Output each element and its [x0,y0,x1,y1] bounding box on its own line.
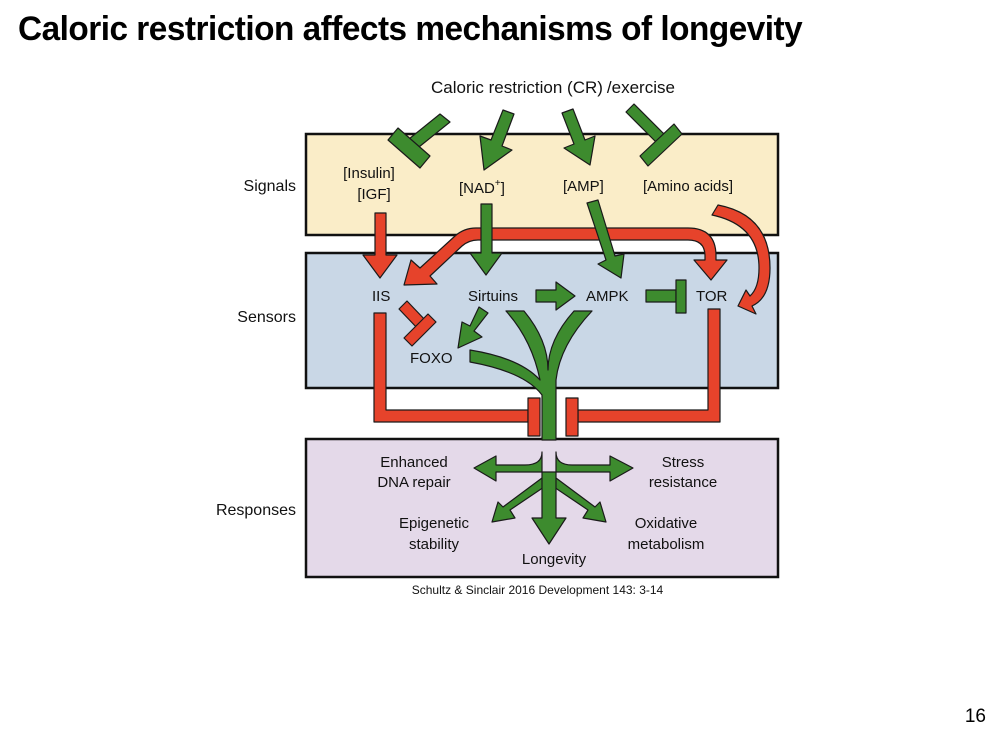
sensor-ampk-label: AMPK [586,288,629,305]
sirtuins-to-foxo-arrow [457,306,489,349]
cr-activates-amp-arrow [561,108,596,166]
response-oxidative-line2: metabolism [628,536,705,553]
cr-activates-nad-arrow [479,109,515,171]
arrow-to-epigenetic-stability [491,477,548,523]
amp-to-ampk-arrow [586,199,625,279]
signal-nad-label: [NAD+] [459,178,505,197]
cr-inhibits-amino-arrow [625,103,683,167]
arrow-to-oxidative-metabolism [550,477,607,523]
response-dna-repair-line1: Enhanced [380,454,448,471]
tor-to-iis-arc-arrow [403,227,728,286]
signal-igf-label: [IGF] [357,186,390,203]
signal-insulin-label: [Insulin] [343,165,395,182]
nad-to-sirtuins-arrow [469,203,503,276]
response-epigenetic-line2: stability [409,536,460,553]
iis-inhibits-foxo-arrow [398,300,437,347]
response-arrows [473,451,634,545]
sensor-foxo-label: FOXO [410,350,453,367]
response-oxidative-line1: Oxidative [635,515,698,532]
iis-inhibits-responses-line [373,312,541,437]
amino-to-tor-curved-arrow [711,204,771,315]
sensor-sirtuins-label: Sirtuins [468,288,518,305]
row-label-responses: Responses [216,502,296,519]
activation-trunk [469,310,593,441]
response-stress-line1: Stress [662,454,705,471]
response-dna-repair-line2: DNA repair [377,474,450,491]
arrow-to-stress-resistance [555,451,634,482]
citation: Schultz & Sinclair 2016 Development 143:… [411,583,664,597]
tor-inhibits-responses-line [565,308,721,437]
page-number: 16 [964,706,986,727]
sirtuins-to-ampk-arrow [535,281,576,311]
row-label-signals: Signals [244,178,296,195]
caloric-restriction-label: Caloric restriction (CR)/exercise [431,78,675,97]
sensor-tor-label: TOR [696,288,728,305]
slide-title: Caloric restriction affects mechanisms o… [18,10,803,48]
signal-amino-acids-label: [Amino acids] [643,178,733,195]
sensor-iis-label: IIS [372,288,390,305]
arrow-to-longevity [531,471,567,545]
signal-amp-label: [AMP] [563,178,604,195]
cr-inhibits-insulin-arrow [387,113,451,169]
ampk-inhibits-tor-arrow [645,279,687,314]
arrow-to-dna-repair [473,451,543,482]
row-label-sensors: Sensors [237,309,296,326]
response-epigenetic-line1: Epigenetic [399,515,470,532]
response-stress-line2: resistance [649,474,717,491]
insulin-to-iis-arrow [362,212,398,279]
response-longevity-label: Longevity [522,551,587,568]
